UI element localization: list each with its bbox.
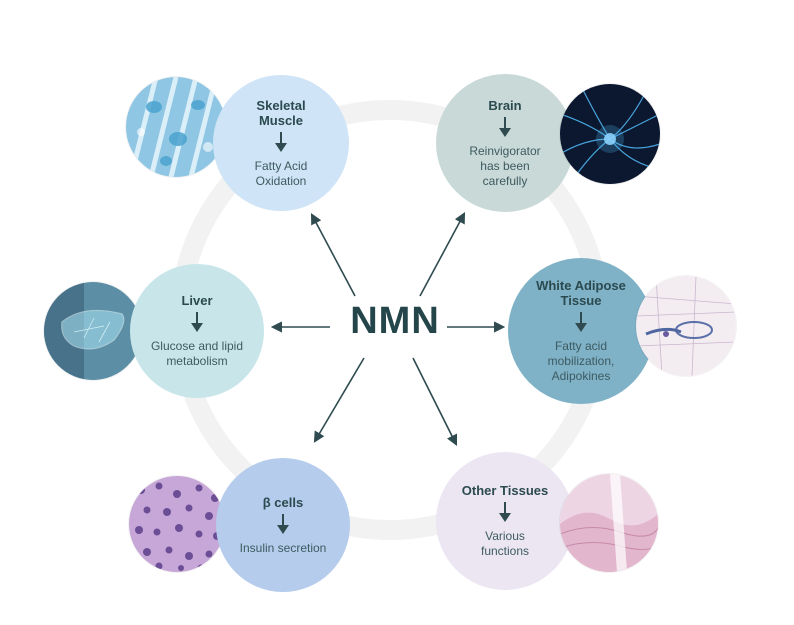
down-arrow-icon [499,116,511,137]
white-adipose-desc-line2: mobilization, [547,354,615,368]
white-adipose-desc: Fatty acid mobilization, Adipokines [548,339,615,384]
skeletal-muscle-photo [126,77,226,177]
node-liver: Liver Glucose and lipid metabolism [130,264,264,398]
down-arrow-icon [499,502,511,522]
liver-desc: Glucose and lipid metabolism [151,339,243,369]
center-nmn-label: NMN [350,300,440,342]
skeletal-muscle-desc: Fatty Acid Oxidation [255,159,308,189]
node-other-tissues: Other Tissues Various functions [436,452,574,590]
other-tissues-desc-line2: functions [480,544,530,558]
node-white-adipose-tissue: White Adipose Tissue Fatty acid mobiliza… [508,258,654,404]
brain-desc-line1: Reinvigorator [469,143,541,158]
other-tissues-title-line1: Other Tissues [461,483,549,498]
arrow-to-brain [419,212,466,297]
beta-cells-title: β cells [263,495,303,510]
brain-desc-line3: carefully [482,173,528,188]
down-arrow-icon [575,312,587,332]
other-tissues-title: Other Tissues [462,483,548,498]
skeletal-muscle-desc-line1: Fatty Acid [254,158,308,173]
beta-cells-desc: Insulin secretion [240,541,327,556]
adipose-tissue-photo [636,276,736,376]
liver-photo [44,282,142,380]
brain-desc-line2: has been [480,158,530,173]
arrow-to-beta-cells [313,357,365,443]
brain-neurons-photo [560,84,660,184]
brain-desc: Reinvigorator has been carefully [469,144,540,189]
node-skeletal-muscle: Skeletal Muscle Fatty Acid Oxidation [213,75,349,211]
beta-cells-photo [129,476,225,572]
white-adipose-title-line2: Tissue [560,293,602,308]
beta-cells-desc-line1: Insulin secretion [239,540,327,555]
skeletal-muscle-desc-line2: Oxidation [255,173,307,188]
white-adipose-title-line1: White Adipose [536,278,626,293]
arrow-to-skeletal-muscle [310,213,356,297]
liver-title-line1: Liver [181,293,213,308]
liver-desc-line1: Glucose and lipid [150,339,244,353]
other-tissues-desc-line1: Various [485,529,525,543]
white-adipose-title: White Adipose Tissue [536,278,626,308]
down-arrow-icon [277,513,289,534]
arrow-to-other-tissues [412,357,458,447]
liver-title: Liver [181,293,212,308]
down-arrow-icon [191,312,203,332]
liver-desc-line2: metabolism [166,354,228,368]
skeletal-muscle-title-line2: Muscle [258,112,304,128]
node-brain: Brain Reinvigorator has been carefully [436,74,574,212]
node-beta-cells: β cells Insulin secretion [216,458,350,592]
white-adipose-desc-line1: Fatty acid [554,339,607,353]
skeletal-muscle-title-line1: Skeletal [256,97,306,113]
brain-title: Brain [488,98,521,113]
beta-cells-title-line1: β cells [262,494,304,510]
down-arrow-icon [275,131,287,152]
brain-title-line1: Brain [488,97,522,113]
skeletal-muscle-title: Skeletal Muscle [256,98,305,128]
white-adipose-desc-line3: Adipokines [551,369,611,383]
other-tissues-photo [560,474,658,572]
other-tissues-desc: Various functions [481,529,529,559]
